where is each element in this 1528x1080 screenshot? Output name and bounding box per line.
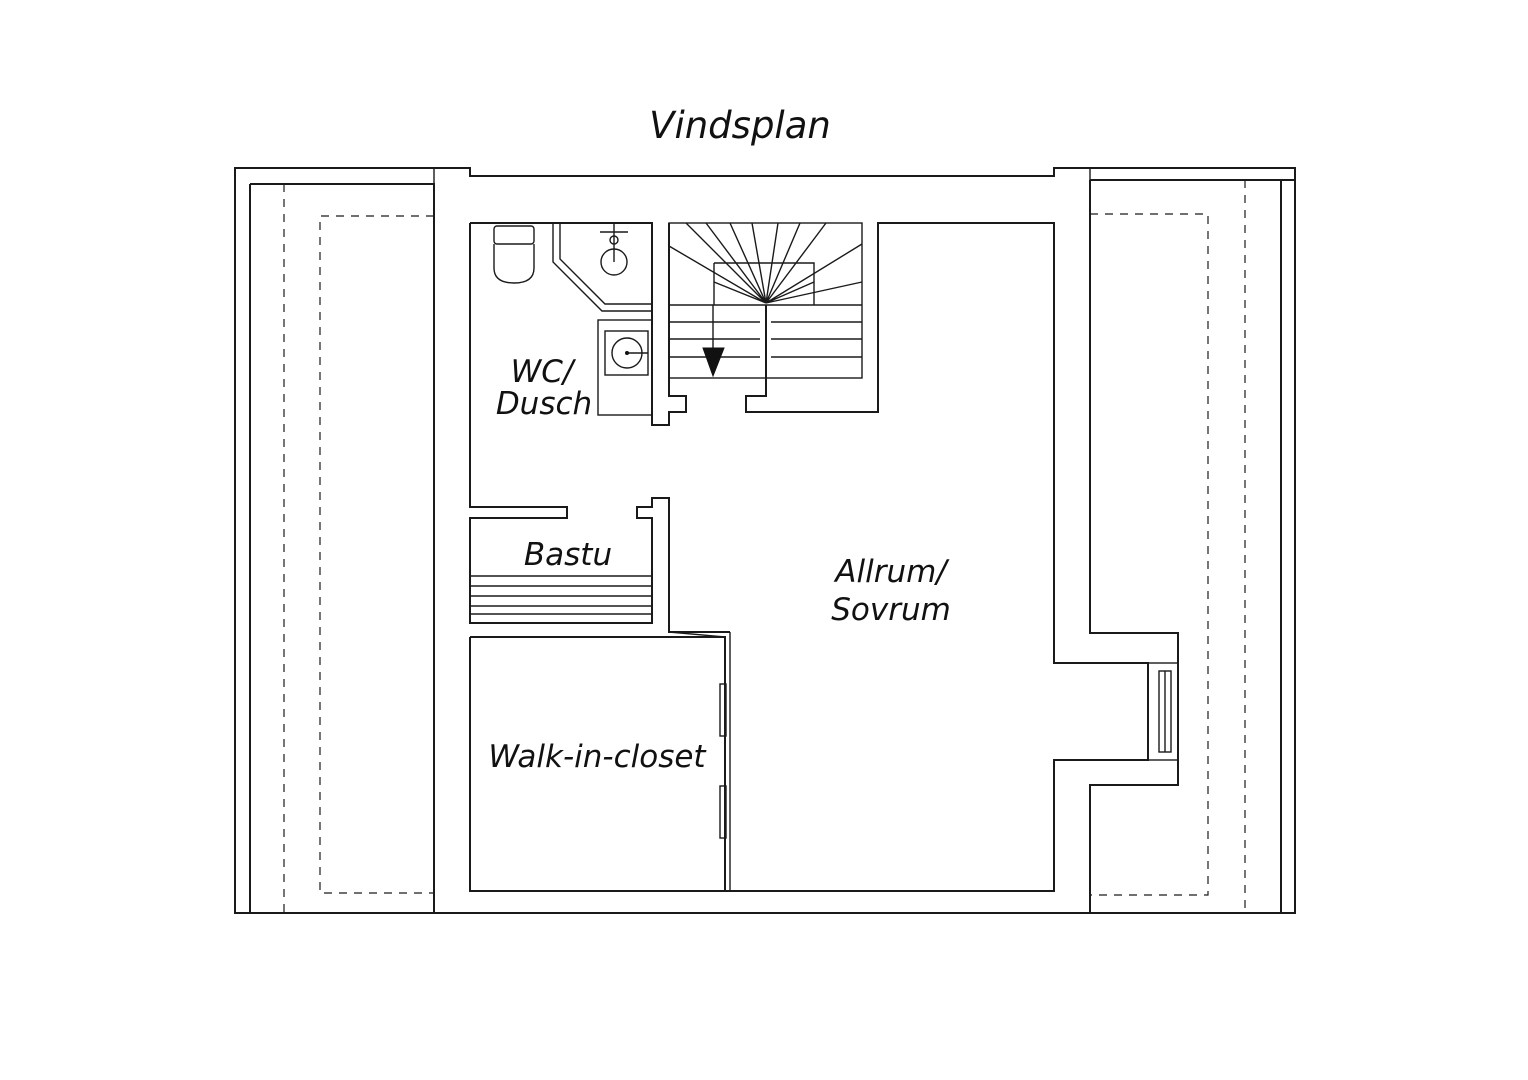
bathroom-fixtures — [493, 223, 653, 416]
closet-doors — [719, 683, 727, 839]
interior-walls — [469, 222, 1149, 892]
room-label-sovrum: Sovrum — [831, 592, 951, 628]
room-label-walkin: Walk-in-closet — [488, 739, 707, 775]
stair-direction-arrow — [702, 347, 725, 378]
room-label-allrum: Allrum/ — [833, 554, 950, 590]
sauna-benches — [470, 575, 652, 615]
dormer-window — [1147, 662, 1179, 761]
room-label-wc: WC/ — [511, 354, 577, 390]
staircase — [668, 222, 863, 379]
shower-icon — [552, 223, 652, 312]
outer-walls — [234, 167, 1296, 914]
toilet-icon — [493, 225, 535, 284]
roof-dashed-lines — [283, 180, 1246, 913]
sink-icon — [597, 319, 653, 416]
room-label-dusch: Dusch — [496, 386, 592, 422]
plan-title: Vindsplan — [649, 104, 831, 147]
room-label-bastu: Bastu — [524, 537, 612, 573]
